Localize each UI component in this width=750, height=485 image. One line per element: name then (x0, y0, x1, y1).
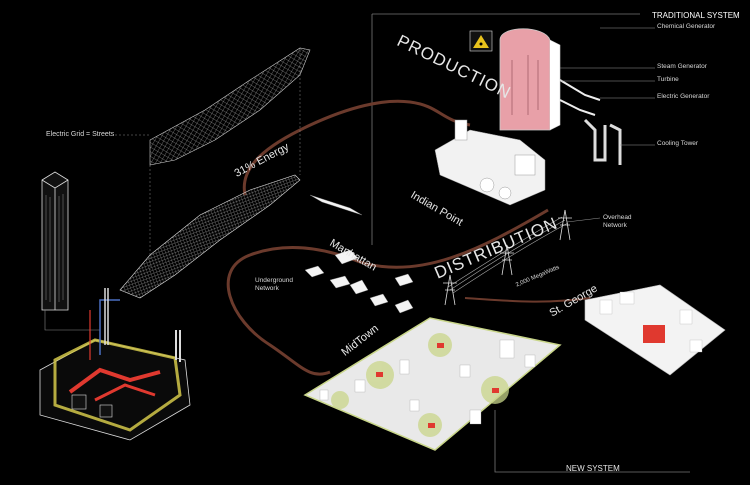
energy-flow-line (242, 99, 471, 196)
distribution-flow-line (226, 208, 549, 376)
new-system-header: NEW SYSTEM (566, 464, 620, 473)
indian-point-plant (434, 119, 546, 206)
skyscraper-to-plant (44, 310, 100, 331)
midtown-city (303, 317, 562, 451)
st-george-city (584, 284, 726, 376)
overhead-cables (447, 216, 569, 294)
underground-network-label: Underground Network (255, 277, 293, 292)
chemical-generator-label: Chemical Generator (657, 23, 716, 30)
staten-flow-line (464, 297, 591, 303)
skyscraper (41, 171, 69, 311)
underground-network (304, 194, 414, 314)
overhead-network-label: Overhead Network (603, 214, 632, 229)
cooling-tower-label: Cooling Tower (657, 140, 699, 147)
steam-generator-label: Steam Generator (657, 63, 707, 70)
new-system-frame (494, 410, 690, 473)
radiation-warning-icon (469, 30, 493, 52)
pylon (443, 209, 572, 306)
cogeneration-plant (39, 288, 191, 441)
reactor-cutaway (499, 28, 622, 165)
traditional-system-header: TRADITIONAL SYSTEM (652, 11, 740, 20)
manhattan-street-map (119, 174, 301, 299)
turbine-label: Turbine (657, 76, 679, 83)
electric-generator-label: Electric Generator (657, 93, 710, 100)
traditional-system-frame (371, 13, 640, 245)
electric-grid-label: Electric Grid = Streets (46, 131, 115, 138)
